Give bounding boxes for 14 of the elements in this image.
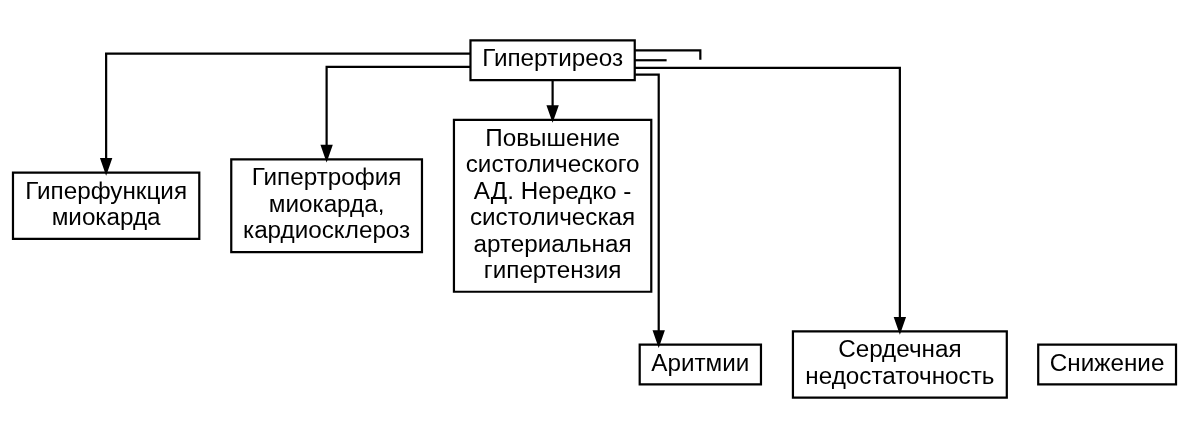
arrow: [634, 66, 907, 335]
arrow: [320, 65, 471, 163]
node-box: Гипертиреоз: [469, 39, 636, 82]
node-box: Снижение: [1037, 343, 1178, 386]
node-box: Аритмии: [638, 343, 763, 386]
connector: [635, 49, 702, 60]
node-box: Сердечная недостаточность: [791, 330, 1008, 399]
connector: [635, 59, 667, 62]
arrow: [99, 52, 471, 176]
arrow: [635, 73, 665, 348]
node-box: Гипертрофия миокарда, кардиосклероз: [230, 158, 424, 254]
arrow: [546, 80, 559, 123]
node-box: Гиперфункция миокарда: [11, 171, 201, 240]
node-box: Повышение систолического АД. Нередко - систолическая артериальная гипертензия: [452, 118, 653, 293]
